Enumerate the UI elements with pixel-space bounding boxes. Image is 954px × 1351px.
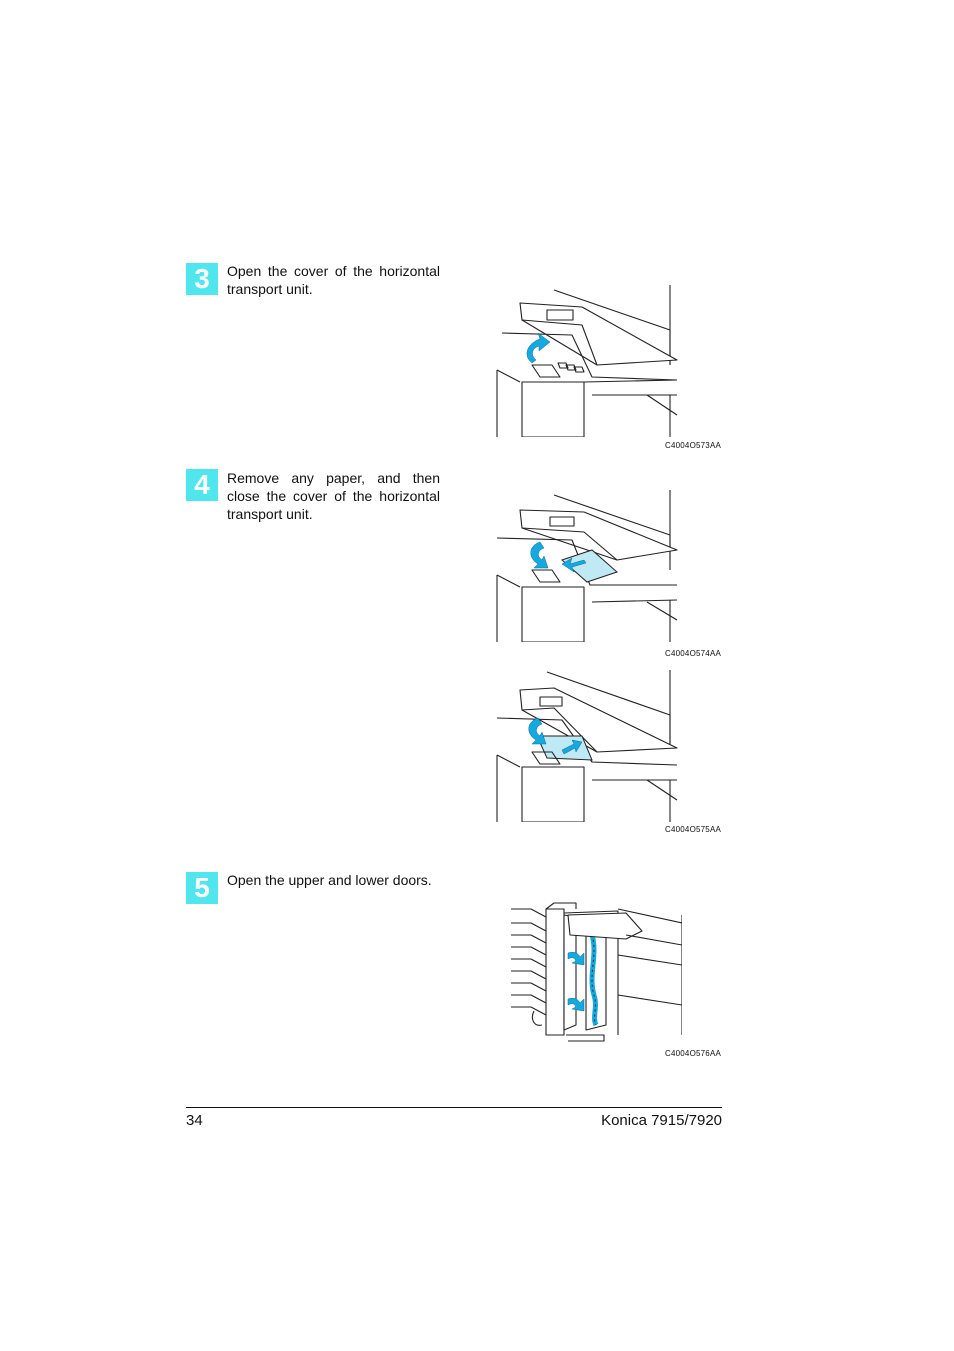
figure-code: C4004O574AA <box>665 649 722 658</box>
lower-door-arrow-icon <box>567 997 585 1012</box>
page-number: 34 <box>186 1112 203 1129</box>
figure-remove-paper <box>496 490 678 642</box>
step-5-text: Open the upper and lower doors. <box>227 872 432 888</box>
figure-code: C4004O576AA <box>665 1049 722 1058</box>
figure-open-doors <box>511 902 682 1042</box>
pull-arrow-icon <box>561 557 587 573</box>
close-arrow-icon <box>528 717 547 745</box>
rotate-arrow-icon <box>526 332 551 364</box>
push-arrow-icon <box>561 739 583 755</box>
footer-rule <box>186 1107 722 1108</box>
step-3-badge: 3 <box>186 263 218 295</box>
figure-code: C4004O573AA <box>665 441 722 450</box>
upper-door-arrow-icon <box>567 951 585 966</box>
step-5-badge: 5 <box>186 872 218 904</box>
step-4-text: Remove any paper, and then close the cov… <box>227 470 440 522</box>
figure-close-cover <box>496 670 678 822</box>
step-3-text: Open the cover of the horizontal transpo… <box>227 263 440 297</box>
close-arrow-icon <box>530 541 549 569</box>
product-name: Konica 7915/7920 <box>601 1112 722 1129</box>
step-4-badge: 4 <box>186 469 218 501</box>
figure-code: C4004O575AA <box>665 825 722 834</box>
figure-open-cover <box>496 285 678 437</box>
